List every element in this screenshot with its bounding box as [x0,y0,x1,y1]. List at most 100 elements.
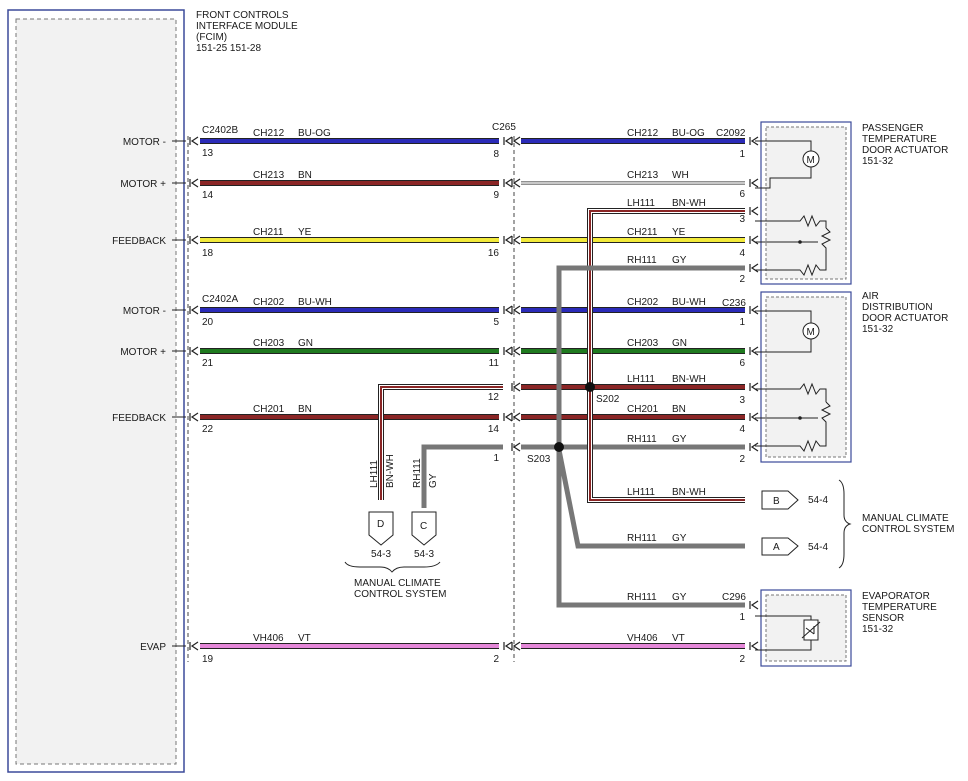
wire-right-circuit: RH111 [627,533,657,544]
connector-c296: C296 [722,592,746,603]
c265-connector-arrow [504,136,513,146]
wire-left-color: VT [298,633,311,644]
wire-right-circuit: LH111 [627,374,655,385]
fcim-title-line-2: INTERFACE MODULE [196,21,298,32]
module-pin-number: 20 [202,317,214,328]
c265-connector-arrow [504,178,513,188]
motor-m: M [807,155,815,166]
air-title-line-2: DISTRIBUTION [862,302,933,313]
offpage-a-letter: A [773,542,780,553]
module-pin-number: 22 [202,424,214,435]
splice-s202-label: S202 [596,394,620,405]
wire-left-color: BU-WH [298,297,332,308]
module-pin-number: 21 [202,358,214,369]
component-connector-arrow [750,178,759,188]
vertical-lh111-color: BN-WH [385,454,396,488]
component-pin-number: 1 [739,317,745,328]
rh111-right-vertical [556,265,745,608]
offpage-d-ref: 54-3 [371,549,391,560]
wire-right-circuit: LH111 [627,198,655,209]
wire-right-circuit: CH201 [627,404,659,415]
module-connector-arrow [190,305,199,315]
module-pin-label: MOTOR - [123,137,166,148]
passenger-ref: 151-32 [862,156,894,167]
offpage-a [761,537,799,556]
component-pin-number: 1 [739,612,745,623]
wire-left-color: BN [298,404,312,415]
right-system-label-2: CONTROL SYSTEM [862,524,954,535]
c265-pin-number: 5 [493,317,499,328]
module-pin-label: FEEDBACK [112,413,166,424]
wire-right-color: GY [672,255,687,266]
rh111-to-a [556,449,745,549]
offpage-d-letter: D [377,519,384,530]
component-connector-arrow [750,136,759,146]
component-pin-number: 6 [739,189,745,200]
c265-pin-number: 8 [493,149,499,160]
wire-left-circuit: CH211 [253,227,284,238]
wire-right-color: BU-OG [672,128,705,139]
wire-right-circuit: VH406 [627,633,658,644]
air-distribution-door-actuator: M [755,291,852,463]
splice-s203 [554,442,564,452]
bottom-system-label-1: MANUAL CLIMATE [354,578,441,589]
wire-right-color: WH [672,170,689,181]
module-pin-label: EVAP [140,642,166,653]
fcim-module [7,9,185,773]
wire-right-color: BU-WH [672,297,706,308]
lh111-right-vertical [587,208,745,503]
right-system-label-1: MANUAL CLIMATE [862,513,949,524]
wire-right-circuit: CH211 [627,227,658,238]
lh111-branch-to-d [378,384,503,500]
module-pin-number: 13 [202,148,214,159]
offpage-c-ref: 54-3 [414,549,434,560]
air-title-line-1: AIR [862,291,879,302]
evaporator-temperature-sensor [755,589,852,667]
component-pin-number: 3 [739,214,745,225]
fcim-title-line-3: (FCIM) [196,32,227,43]
offpage-c-letter: C [420,521,427,532]
rh111-branch-to-c [421,444,503,508]
component-pin-number: 3 [739,395,745,406]
air-title-line-3: DOOR ACTUATOR [862,313,948,324]
wire-right-circuit: CH212 [627,128,659,139]
passenger-title-line-2: TEMPERATURE [862,134,937,145]
c265-pin-number: 9 [493,190,499,201]
wire-right-color: GN [672,338,687,349]
passenger-temperature-door-actuator: M [755,121,852,285]
offpage-c [411,511,437,546]
wire-left-color: YE [298,227,312,238]
connector-c2092: C2092 [716,128,746,139]
wire-left-circuit: CH201 [253,404,285,415]
wire-right-color: YE [672,227,686,238]
c265-connector-arrow [504,305,513,315]
module-connector-arrow [190,412,199,422]
component-connector-arrow [750,206,759,216]
wire-right-color: GY [672,592,687,603]
bottom-brace [344,561,441,573]
module-pin-label: FEEDBACK [112,236,166,247]
component-pin-number: 1 [739,149,745,160]
component-pin-number: 4 [739,424,745,435]
c265-right-arrow [512,305,521,315]
module-connector-arrow [190,178,199,188]
module-pin-number: 19 [202,654,214,665]
c265-right-arrow [512,346,521,356]
wire-right-color: BN-WH [672,374,706,385]
c265-connector-arrow [504,641,513,651]
wire-right-circuit: RH111 [627,434,657,445]
c265-pin-number: 14 [488,424,500,435]
component-connector-arrow [750,412,759,422]
component-connector-arrow [750,382,759,392]
module-pin-number: 14 [202,190,214,201]
evap-title-line-1: EVAPORATOR [862,591,930,602]
module-connector-arrow [190,235,199,245]
c265-right-arrow [512,641,521,651]
c265-pin-number: 12 [488,392,500,403]
wire-right-color: BN [672,404,686,415]
component-connector-arrow [750,346,759,356]
